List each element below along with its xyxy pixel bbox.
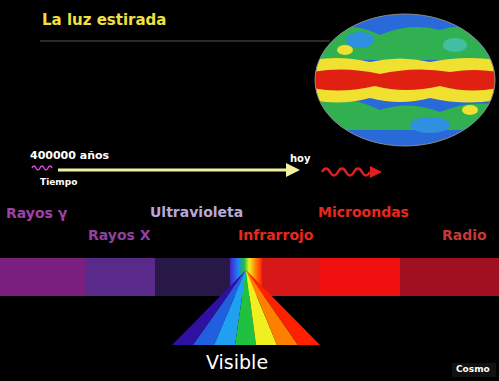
logo-ground — [452, 363, 496, 377]
watermark: Cosmo — [456, 365, 490, 375]
band-name: Microondas — [318, 205, 409, 220]
long-wave — [322, 169, 370, 176]
arrow-head — [286, 163, 300, 177]
band-name: Rayos X — [88, 228, 151, 243]
title-rule — [40, 41, 330, 42]
short-wave — [32, 166, 52, 170]
time-label: hoy — [290, 153, 311, 164]
band-name: Rayos γ — [6, 206, 67, 221]
wave-head — [370, 166, 382, 178]
title: La luz estirada — [42, 12, 166, 29]
cmb-map — [310, 10, 499, 150]
map-outline — [315, 14, 495, 146]
time-label: 400000 años — [30, 150, 109, 162]
band-name: Visible — [206, 352, 268, 373]
time-arrow — [58, 169, 288, 172]
band-name: Infrarrojo — [238, 228, 313, 243]
band-name: Ultravioleta — [150, 205, 243, 220]
visible-fan — [172, 270, 320, 345]
band-name: Radio — [442, 228, 487, 243]
axis-label: Tiempo — [40, 178, 77, 188]
